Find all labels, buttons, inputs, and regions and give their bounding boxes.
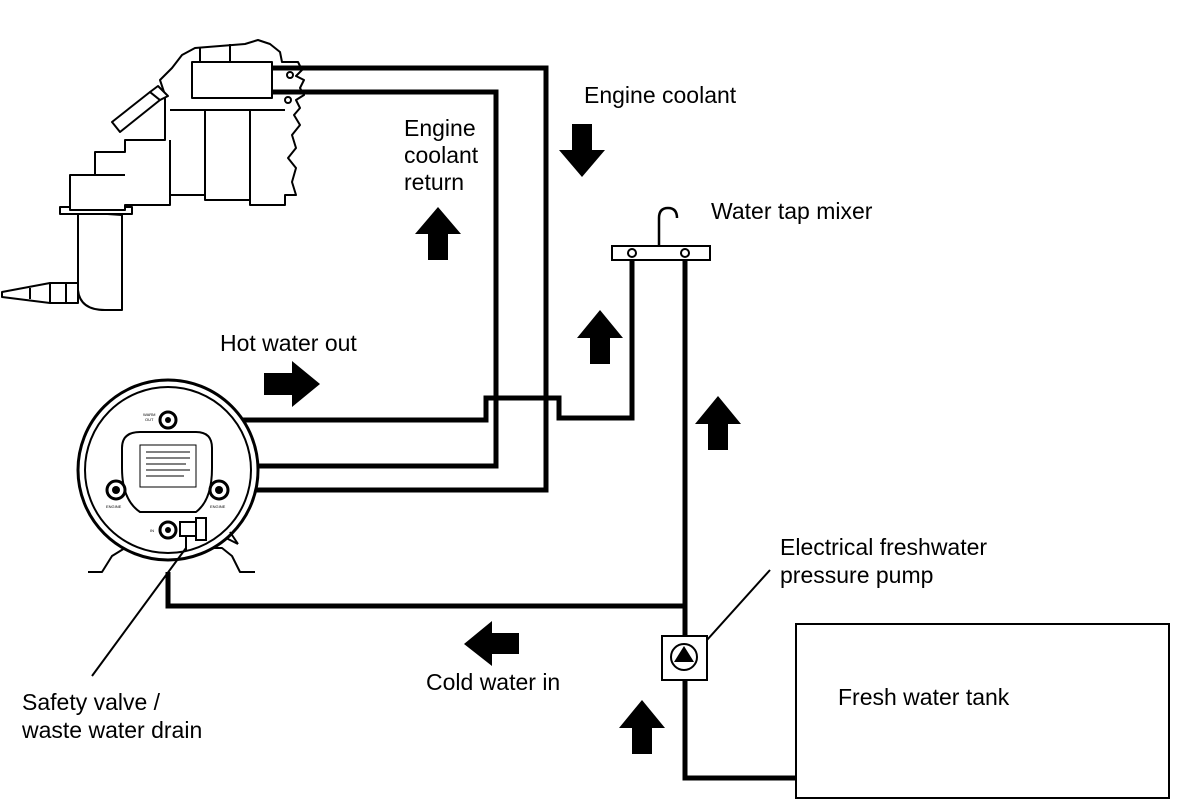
label-pump-line1: Electrical freshwater bbox=[780, 534, 987, 560]
label-engine-coolant: Engine coolant bbox=[584, 82, 737, 108]
label-engine-coolant-return-line2: coolant bbox=[404, 142, 479, 168]
marine-engine bbox=[1, 39, 305, 311]
label-safety-valve-line1: Safety valve / bbox=[22, 689, 161, 715]
engine-right-marking: ENGINE bbox=[210, 504, 226, 509]
warm-out-marking: WARM bbox=[143, 412, 156, 417]
label-pump-line2: pressure pump bbox=[780, 562, 933, 588]
cold-water-in-pipe bbox=[165, 532, 685, 609]
label-engine-coolant-return-line1: Engine bbox=[404, 115, 476, 141]
engine-coolant-feed-pipe bbox=[219, 65, 549, 493]
water-heater: WARM OUT ENGINE ENGINE IN bbox=[76, 378, 260, 573]
arrow-down-engine-coolant bbox=[559, 124, 605, 177]
warm-out-marking-2: OUT bbox=[145, 417, 154, 422]
arrow-right-hot-water-out bbox=[264, 361, 320, 407]
label-cold-water-in: Cold water in bbox=[426, 669, 560, 695]
engine-left-marking: ENGINE bbox=[106, 504, 122, 509]
arrow-up-cold-riser bbox=[695, 396, 741, 450]
arrow-up-from-tank bbox=[619, 700, 665, 754]
arrow-left-cold-water-in bbox=[464, 621, 519, 666]
cold-in-marking: IN bbox=[150, 528, 154, 533]
water-tap-mixer bbox=[611, 206, 711, 261]
arrow-up-hot-to-mixer bbox=[577, 310, 623, 364]
arrow-up-coolant-return bbox=[415, 207, 461, 260]
labels: Engine coolant Engine coolant return Wat… bbox=[21, 82, 1010, 743]
label-hot-water-out: Hot water out bbox=[220, 330, 357, 356]
label-water-tap-mixer: Water tap mixer bbox=[711, 198, 873, 224]
safety-valve bbox=[179, 517, 239, 550]
freshwater-pressure-pump bbox=[661, 635, 708, 681]
hot-water-out-pipe bbox=[168, 255, 635, 423]
flow-arrows bbox=[264, 124, 741, 754]
engine-coolant-return-pipe bbox=[125, 89, 499, 469]
label-fresh-water-tank: Fresh water tank bbox=[838, 684, 1010, 710]
label-safety-valve-line2: waste water drain bbox=[21, 717, 202, 743]
label-engine-coolant-return-line3: return bbox=[404, 169, 464, 195]
tank-supply-pipe bbox=[682, 680, 796, 781]
safety-valve-leader-line bbox=[91, 547, 187, 677]
fresh-water-tank bbox=[795, 623, 1170, 799]
pump-leader-line bbox=[706, 569, 771, 641]
